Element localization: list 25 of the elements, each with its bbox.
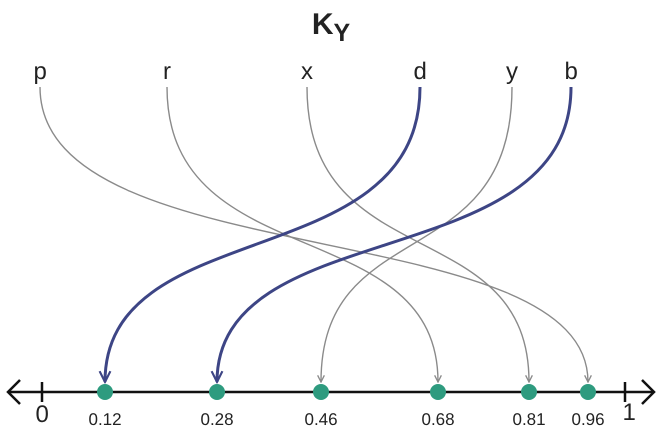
point-marker — [430, 384, 446, 400]
tick-label: 1 — [622, 400, 636, 426]
value-label: 0.46 — [304, 410, 338, 430]
point-marker — [521, 384, 537, 400]
value-label: 0.96 — [572, 410, 605, 430]
value-label: 0.81 — [512, 410, 546, 430]
variable-label: d — [414, 59, 427, 85]
point-marker — [209, 384, 225, 400]
value-label: 0.68 — [422, 410, 455, 430]
variable-label: y — [506, 59, 518, 85]
tick-label: 0 — [36, 402, 49, 428]
value-label: 0.28 — [200, 410, 234, 430]
mapping-arrow — [166, 86, 442, 383]
variable-label: p — [34, 59, 47, 85]
point-marker — [313, 384, 329, 400]
mapping-arrow — [212, 86, 572, 384]
title: K$_{Y}$ — [312, 8, 350, 41]
mapping-arrow — [100, 86, 422, 384]
point-marker — [580, 384, 596, 400]
variable-label: x — [301, 59, 313, 85]
value-label: 0.12 — [88, 410, 122, 430]
point-marker — [97, 384, 113, 400]
mapping-arrow — [39, 86, 590, 383]
variable-label: r — [163, 59, 171, 85]
variable-label: b — [564, 59, 578, 85]
